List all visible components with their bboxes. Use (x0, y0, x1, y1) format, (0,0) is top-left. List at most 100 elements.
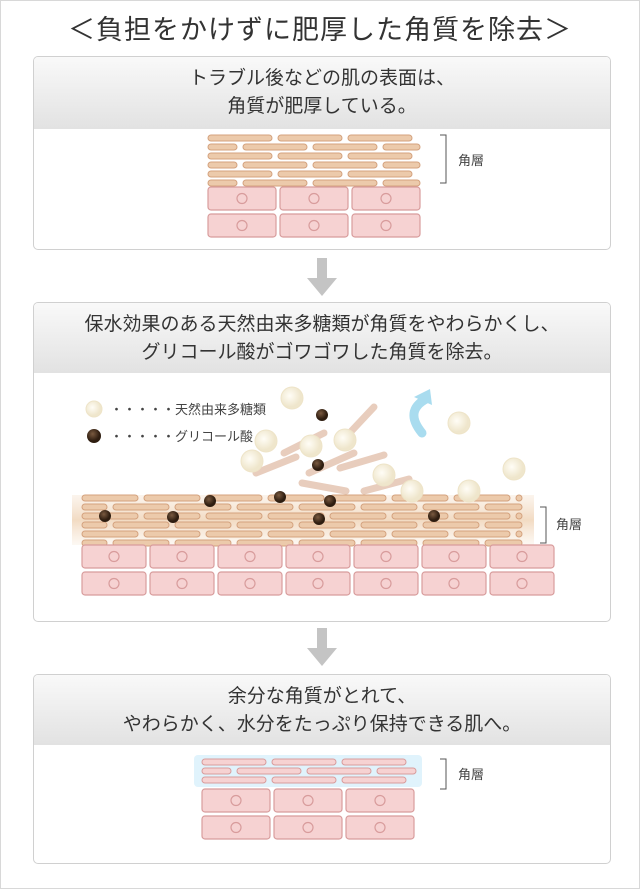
polysaccharide-particle (280, 386, 304, 410)
glycolic-acid-particle (167, 511, 179, 523)
layer-label: 角層 (458, 154, 484, 169)
polysaccharide-legend-icon (85, 400, 103, 418)
skin-diagram-thick: 角層 (207, 134, 484, 238)
corneocyte (382, 179, 421, 187)
layer-bracket (440, 758, 447, 790)
down-arrow-icon (307, 628, 337, 666)
corneocyte (298, 521, 356, 529)
glycolic-acid-particle (324, 495, 336, 507)
header-line: やわらかく、水分をたっぷり保持できる肌へ。 (122, 713, 522, 735)
polysaccharide-particle (372, 463, 396, 487)
cell-nucleus (516, 550, 528, 563)
header-line: 余分な角質がとれて、 (227, 685, 417, 707)
corneocyte (201, 767, 232, 775)
cell-nucleus (176, 577, 188, 590)
skin-cell (489, 571, 555, 596)
glycolic-acid-particle (99, 510, 111, 522)
polysaccharide-particle (457, 479, 481, 503)
header-line: 保水効果のある天然由来多糖類が角質をやわらかくし、 (84, 313, 560, 335)
cell-nucleus (448, 550, 460, 563)
corneocyte (143, 494, 201, 502)
cell-nucleus (380, 219, 392, 232)
corneocyte (207, 143, 238, 151)
corneocyte (515, 512, 523, 520)
cell-nucleus (308, 192, 320, 205)
detached-corneocyte (252, 453, 300, 477)
corneocyte (277, 134, 343, 142)
corneocyte (484, 521, 523, 529)
skin-diagram-healthy: 角層 (194, 755, 484, 840)
cell-nucleus (380, 550, 392, 563)
glycolic-acid-particle (313, 513, 325, 525)
panel-header: 余分な角質がとれて、 やわらかく、水分をたっぷり保持できる肌へ。 (34, 675, 610, 745)
corneocyte (347, 152, 413, 160)
corneocyte (207, 134, 273, 142)
skin-cell (285, 571, 351, 596)
polysaccharide-particle (502, 457, 526, 481)
skin-cell (207, 186, 277, 211)
corneocyte (306, 767, 372, 775)
corneocyte (143, 530, 201, 538)
corneocyte (236, 521, 294, 529)
corneocyte (201, 758, 267, 766)
corneocyte (312, 161, 378, 169)
cell-nucleus (176, 550, 188, 563)
corneocyte (382, 143, 421, 151)
skin-diagram-treatment: 角層 ・・・・・天然由来多糖類 ・・・・・グリコール酸 (72, 386, 582, 596)
skin-cell (345, 815, 415, 840)
corneocyte (207, 161, 238, 169)
skin-cell (279, 186, 349, 211)
cell-nucleus (108, 550, 120, 563)
skin-cell (217, 571, 283, 596)
glycolic-acid-particle (204, 495, 216, 507)
skin-cell (351, 213, 421, 238)
corneocyte (277, 170, 343, 178)
corneocyte (360, 521, 418, 529)
cell-nucleus (312, 577, 324, 590)
corneocyte (242, 143, 308, 151)
corneocyte (112, 503, 170, 511)
corneocyte (207, 152, 273, 160)
corneocyte (174, 521, 232, 529)
cell-nucleus (236, 219, 248, 232)
corneocyte (329, 512, 387, 520)
cell-nucleus (374, 794, 386, 807)
skin-cell (489, 544, 555, 569)
corneocyte (174, 503, 232, 511)
corneocyte (341, 758, 407, 766)
skin-cell (207, 213, 277, 238)
cell-nucleus (244, 577, 256, 590)
corneocyte (453, 512, 511, 520)
panel-thickened: トラブル後などの肌の表面は、 角質が肥厚している。 角層 (33, 56, 611, 250)
cell-nucleus (302, 794, 314, 807)
skin-cell (353, 544, 419, 569)
corneocyte (267, 530, 325, 538)
skin-cell (421, 544, 487, 569)
corneocyte (382, 161, 421, 169)
skin-cell (201, 788, 271, 813)
polysaccharide-particle (447, 411, 471, 435)
polysaccharide-particle (240, 449, 264, 473)
corneocyte (236, 767, 302, 775)
corneocyte (312, 143, 378, 151)
legend-label-polysaccharide: ・・・・・天然由来多糖類 (110, 402, 266, 418)
corneocyte (376, 767, 417, 775)
corneocyte (422, 521, 480, 529)
corneocyte (81, 530, 139, 538)
cell-nucleus (448, 577, 460, 590)
corneocyte (347, 170, 413, 178)
skin-cell (149, 571, 215, 596)
polysaccharide-particle (333, 428, 357, 452)
header-line: グリコール酸がゴワゴワした角質を除去。 (141, 341, 503, 363)
skin-cell (285, 544, 351, 569)
corneocyte (207, 170, 273, 178)
skin-cell (81, 544, 147, 569)
down-arrow-icon (307, 258, 337, 296)
skin-cell (279, 213, 349, 238)
corneocyte (453, 530, 511, 538)
detached-corneocyte (336, 451, 388, 472)
panel-treatment: 保水効果のある天然由来多糖類が角質をやわらかくし、 グリコール酸がゴワゴワした角… (33, 302, 611, 622)
cell-nucleus (308, 219, 320, 232)
corneocyte (205, 512, 263, 520)
skin-cell (273, 788, 343, 813)
